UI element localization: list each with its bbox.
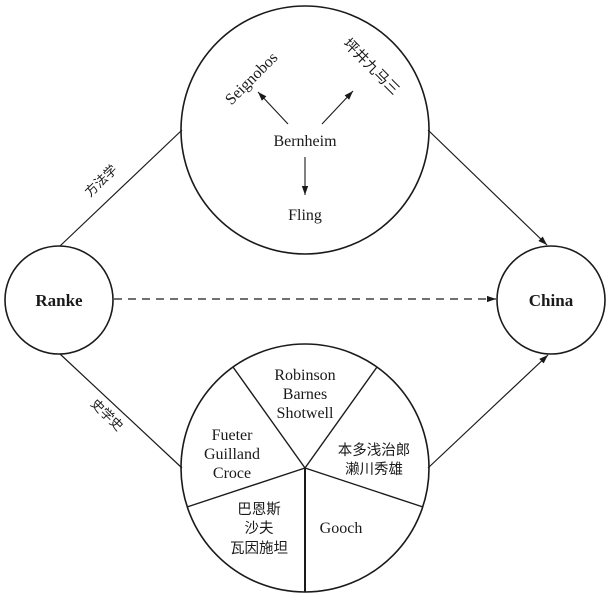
- sector-text-line: 濑川秀雄: [345, 461, 403, 478]
- arrow-to-tsuboi: [321, 90, 354, 125]
- sector-text-line: Robinson: [274, 367, 335, 384]
- pie-divider-upper-right: [304, 366, 378, 469]
- pie-divider-upper-left: [232, 366, 306, 469]
- sector-text-line: Barnes: [283, 386, 327, 403]
- edge-ranke-to-methodology: [59, 129, 183, 247]
- sector-american: Robinson Barnes Shotwell: [274, 367, 335, 422]
- china-label: China: [529, 291, 574, 310]
- fling-label: Fling: [288, 207, 322, 224]
- sector-chinese-translit: 巴恩斯 沙夫 瓦因施坦: [230, 501, 288, 557]
- sector-text-line: Guilland: [204, 446, 260, 463]
- sector-text-line: 瓦因施坦: [230, 540, 288, 557]
- arrow-to-seignobos: [257, 91, 289, 125]
- sector-text-line: Fueter: [212, 427, 254, 444]
- node-china: China: [496, 245, 606, 355]
- label-historiography: 史学史: [87, 396, 126, 435]
- pie-divider-left: [186, 467, 306, 508]
- pie-divider-right: [304, 467, 424, 508]
- methodology-circle: [180, 5, 430, 255]
- sector-japanese: 本多浅治郎 濑川秀雄: [338, 442, 411, 478]
- edge-ranke-to-historiography: [59, 353, 183, 469]
- tsuboi-label: 坪井九马三: [340, 35, 403, 98]
- node-ranke: Ranke: [4, 245, 114, 355]
- sector-text-line: 沙夫: [245, 520, 274, 537]
- sector-text-line: Croce: [213, 465, 251, 482]
- sector-text-line: 巴恩斯: [237, 501, 281, 518]
- ranke-label: Ranke: [35, 291, 83, 310]
- methodology-circle-group: Bernheim Seignobos 坪井九马三 Fling: [180, 5, 430, 255]
- sector-text-line: Shotwell: [277, 405, 334, 422]
- arrow-methodology-to-china: [427, 129, 548, 246]
- sector-text-line: 本多浅治郎: [338, 442, 411, 459]
- seignobos-label: Seignobos: [222, 49, 281, 108]
- ranke-circle: [4, 245, 114, 355]
- historiography-circle-group: Robinson Barnes Shotwell 本多浅治郎 濑川秀雄 Gooc…: [180, 343, 430, 593]
- sector-text-line: Gooch: [320, 520, 363, 537]
- arrow-historiography-to-china: [427, 354, 549, 469]
- bernheim-label: Bernheim: [273, 133, 337, 150]
- sector-european: Fueter Guilland Croce: [204, 427, 260, 482]
- label-methodology: 方法学: [82, 162, 121, 201]
- sector-gooch: Gooch: [320, 520, 363, 537]
- china-circle: [496, 245, 606, 355]
